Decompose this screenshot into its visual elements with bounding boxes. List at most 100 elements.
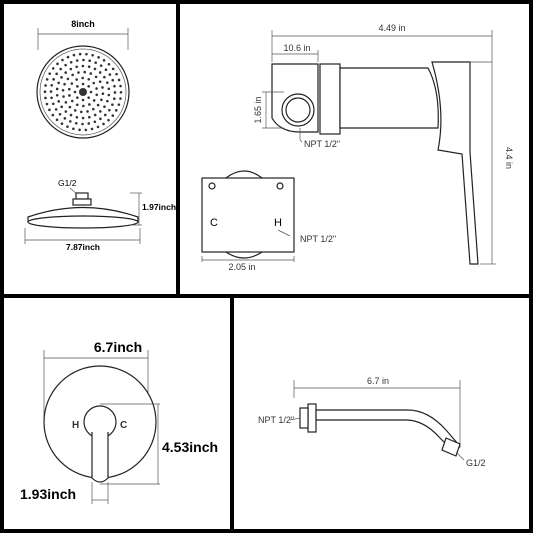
valve-width-label: 4.49 in [378,23,405,33]
arm-outlet-thread-label: G1/2 [466,458,486,468]
nozzle-dot [63,82,66,86]
valve-height-label: 4.4 in [504,147,514,169]
nozzle-dot [60,76,63,79]
nozzle-dot [67,87,71,91]
nozzle-dot [108,73,112,76]
nozzle-dot [75,59,79,62]
nozzle-dot [94,61,97,64]
nozzle-dot [76,85,79,88]
nozzle-dot [93,113,97,117]
trim-hot-label: H [72,420,79,431]
valve-offset-label: 10.6 in [283,43,310,53]
nozzle-dot [52,78,55,81]
trim-cold-label: C [120,420,127,431]
nozzle-dot [87,122,91,125]
nozzle-dot [92,99,96,102]
nozzle-dot [54,108,58,111]
nozzle-dot [55,93,59,97]
nozzle-dot [60,122,64,125]
nozzle-dot [68,105,72,109]
nozzle-dot [98,71,102,74]
shower-head-panel: 8inch G1/2 1.97inch 7.87inch [24,19,176,252]
nozzle-dot [83,70,87,74]
nozzle-dot [76,96,79,99]
nozzle-dot [90,127,94,131]
nozzle-dot [96,125,100,129]
nozzle-dot [62,95,65,98]
nozzle-dot [50,96,53,100]
arm-length-label: 6.7 in [367,376,389,386]
valve-front-view [201,177,295,253]
arm-wall-flange [307,403,317,433]
nozzle-dot [100,98,103,102]
nozzle-dot [64,63,67,67]
head-width-label: 8inch [71,19,95,29]
nozzle-dot [78,128,81,132]
nozzle-dot [75,115,79,119]
head-side-width-label: 7.87inch [66,242,100,252]
nozzle-dot [66,125,69,128]
nozzle-dot [108,108,111,112]
nozzle-dot [85,52,88,56]
nozzle-dot [43,90,47,93]
nozzle-dot [51,113,55,117]
nozzle-dot [73,90,77,94]
head-ball-joint [72,198,92,206]
nozzle-dot [98,80,102,83]
arm-outlet-thread [441,437,461,457]
nozzle-dot [45,78,49,81]
nozzle-dot [99,110,102,113]
nozzle-dot [99,117,102,121]
nozzle-dot [69,67,73,71]
nozzle-dot [111,114,115,117]
nozzle-dot [106,99,109,103]
nozzle-dot [82,58,85,62]
nozzle-dot [103,75,106,79]
nozzle-dot [60,105,63,109]
nozzle-dot [87,96,90,99]
nozzle-dot [50,84,54,87]
nozzle-dot [78,52,82,56]
nozzle-dot [82,104,85,108]
nozzle-dot [88,115,91,119]
valve-inlet-height-label: 1.65 in [253,96,263,123]
nozzle-dot [93,120,97,124]
head-inlet-label: G1/2 [58,178,77,188]
trim-handle-lever [91,432,109,483]
nozzle-dot [114,109,118,112]
nozzle-dot [81,76,84,80]
nozzle-dot [55,87,59,91]
nozzle-dot [66,55,70,59]
valve-cartridge-body [339,67,439,129]
nozzle-dot [81,122,84,126]
nozzle-dot [45,102,49,106]
valve-thread-label-bottom: NPT 1/2" [300,234,336,244]
nozzle-dot [92,107,95,111]
nozzle-dot [95,93,99,97]
valve-cold-label: C [210,217,218,229]
nozzle-dot [101,86,104,89]
nozzle-dot [69,113,73,117]
nozzle-dot [69,120,72,123]
nozzle-dot [75,78,78,81]
nozzle-dot [89,90,93,94]
nozzle-dot [68,94,71,97]
nozzle-dot [79,110,83,114]
nozzle-dot [55,72,58,76]
nozzle-dot [44,96,47,100]
nozzle-dot [94,75,98,79]
nozzle-dot [97,56,100,59]
head-height-label: 1.97inch [142,202,176,212]
nozzle-dot [71,73,74,77]
nozzle-dot [73,109,77,112]
nozzle-dot [99,64,103,67]
nozzle-dot [107,118,110,122]
nozzle-dot [48,72,52,75]
trim-height-label: 4.53inch [162,439,218,455]
nozzle-dot [88,59,91,63]
nozzle-dot [70,82,74,85]
nozzle-dot [51,67,55,70]
nozzle-dot [64,110,68,113]
mount-hole-right [276,182,284,190]
